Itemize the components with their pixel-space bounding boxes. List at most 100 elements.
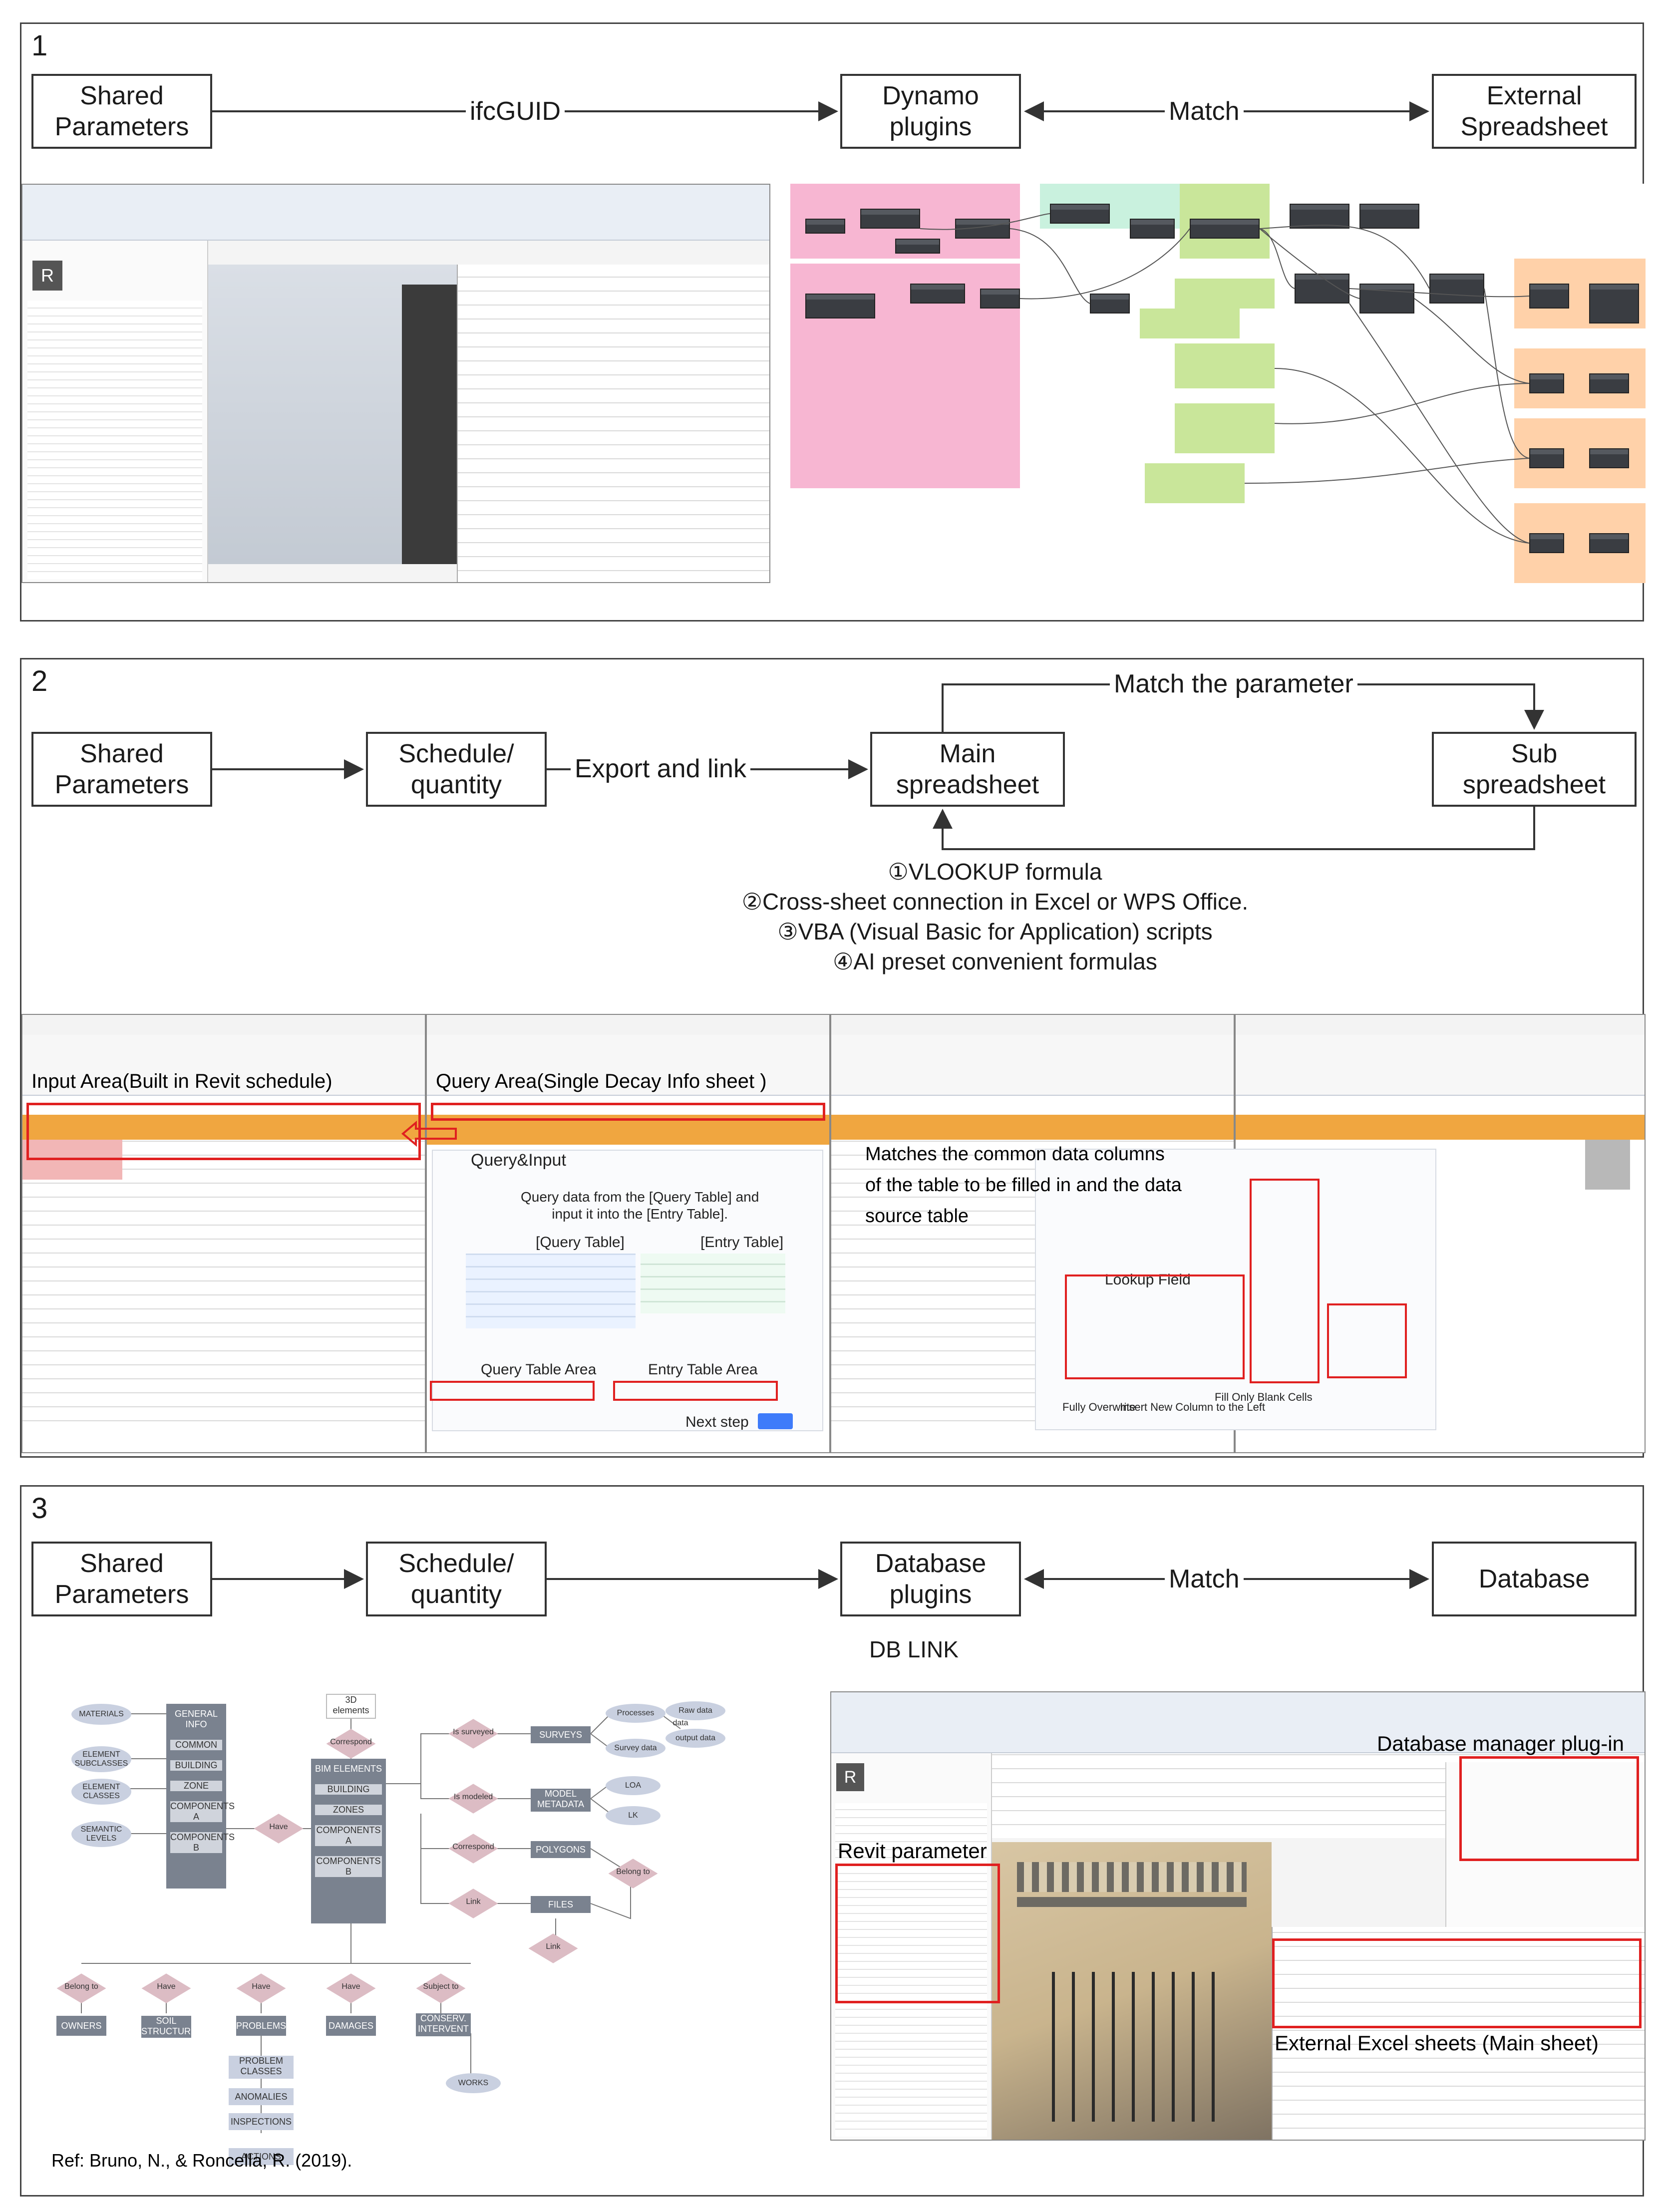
lookup-field-highlight [1065, 1274, 1245, 1379]
er-attr-output-data: output data [666, 1729, 725, 1748]
wps-tabs [1236, 1015, 1645, 1035]
er-entity-inspections: INSPECTIONS [229, 2113, 294, 2130]
grid [22, 1115, 425, 1434]
er-entity-polygons: POLYGONS [531, 1841, 591, 1858]
header-row [1236, 1115, 1645, 1140]
input-to-query-arrow [401, 1120, 457, 1147]
entry-table-area-label: Entry Table Area [648, 1361, 758, 1378]
target-field-highlight [1327, 1303, 1407, 1378]
external-spreadsheet-box: External Spreadsheet [1432, 74, 1637, 149]
shared-parameters-box: Shared Parameters [31, 732, 212, 807]
node [1359, 284, 1414, 314]
revit-ribbon [831, 1692, 1645, 1753]
panel-number: 3 [31, 1492, 48, 1525]
er-entity-damages: DAMAGES [326, 2016, 376, 2036]
entry-table-area-highlight [613, 1381, 778, 1401]
method-item: ④AI preset convenient formulas [833, 948, 1157, 974]
shared-parameters-box: Shared Parameters [31, 74, 212, 149]
db-manager-panel [1445, 1762, 1645, 1927]
query-desc: Query data from the [Query Table] and in… [521, 1189, 759, 1222]
input-area-caption: Input Area(Built in Revit schedule) [31, 1070, 333, 1092]
node-group-green-5 [1175, 403, 1275, 453]
schedule-quantity-box: Schedule/ quantity [366, 1542, 547, 1616]
external-excel-caption: External Excel sheets (Main sheet) [1275, 2031, 1599, 2055]
er-rel-belong-to: Belong to [606, 1862, 661, 1886]
revit-parameter-caption: Revit parameter [838, 1839, 987, 1863]
node [805, 219, 845, 234]
query-table-preview [466, 1254, 636, 1328]
lookup-field-label: Lookup Field [1105, 1271, 1191, 1288]
er-rel-have-4: Have [324, 1976, 378, 2000]
match-parameter-label: Match the parameter [1110, 668, 1357, 699]
node [860, 209, 920, 229]
er-entity-problems: PROBLEMS [236, 2016, 286, 2036]
gray-column [1585, 1140, 1630, 1190]
er-attr-lk: LK [606, 1806, 661, 1825]
node [1529, 373, 1564, 393]
revit-ribbon [22, 185, 769, 241]
wps-tabs [22, 1015, 425, 1035]
panel-2-arrows [212, 683, 1544, 850]
external-excel-highlight [1272, 1938, 1642, 2028]
node [955, 219, 1010, 239]
db-manager-caption: Database manager plug-in [1377, 1732, 1624, 1755]
er-rel-correspond-2: Correspond [446, 1837, 501, 1861]
er-entity-soil-structure: SOIL STRUCTURE [141, 2016, 197, 2038]
header-row [22, 1115, 425, 1140]
revit-logo-icon: R [32, 261, 62, 291]
next-step-button[interactable] [758, 1413, 793, 1429]
er-diagram: MATERIALS ELEMENT SUBCLASSES ELEMENT CLA… [51, 1684, 688, 2138]
reference-text: Ref: Bruno, N., & Roncella, R. (2019). [51, 2150, 352, 2171]
er-attr-raw-data: Raw data [666, 1701, 725, 1720]
wps-ribbon [1236, 1035, 1645, 1096]
node [1359, 204, 1419, 229]
entry-table-label: [Entry Table] [700, 1234, 784, 1251]
wps-tabs [831, 1015, 1234, 1035]
wps-sheet-input [21, 1014, 426, 1453]
node [1529, 448, 1564, 468]
node [1589, 448, 1629, 468]
node [895, 239, 940, 254]
entry-table-preview [641, 1254, 785, 1313]
fill-blank-label: Fill Only Blank Cells [1215, 1391, 1313, 1403]
node [1050, 204, 1110, 224]
3d-view [402, 285, 457, 564]
er-entity-conserv-intervent: CONSERV. INTERVENT [416, 2013, 471, 2036]
ifcguid-label: ifcGUID [466, 96, 565, 127]
wps-tabs [427, 1015, 829, 1035]
wps-ribbon [427, 1035, 829, 1096]
query-input-title: Query&Input [471, 1151, 566, 1170]
dblink-label: DB LINK [865, 1634, 963, 1665]
properties-panel: R [831, 1753, 992, 2140]
er-entity-3d-elements: 3D elements [326, 1694, 376, 1719]
query-table-area-highlight [430, 1381, 595, 1401]
match-label: Match [1165, 1564, 1244, 1594]
lookup-dialog [1035, 1149, 1436, 1430]
node [910, 284, 965, 304]
node [1529, 284, 1569, 309]
node [1290, 204, 1349, 229]
node [805, 294, 875, 318]
export-link-label: Export and link [571, 753, 750, 784]
dynamo-wires [920, 213, 1530, 544]
er-rel-belong-to-2: Belong to [54, 1976, 109, 2000]
er-entity-anomalies: ANOMALIES [229, 2088, 294, 2105]
er-rel-have: Have [251, 1817, 306, 1841]
node [1589, 284, 1639, 323]
er-attr-materials: MATERIALS [71, 1704, 131, 1725]
panel-3-arrows [212, 1569, 1429, 1589]
panel-1: 1 Shared Parameters Dynamo plugins Exter… [20, 22, 1646, 622]
main-spreadsheet-box: Main spreadsheet [870, 732, 1065, 807]
method-item: ②Cross-sheet connection in Excel or WPS … [741, 889, 1249, 915]
panel-1-arrows [212, 101, 1429, 121]
panel-3: 3 Shared Parameters Schedule/ quantity D… [20, 1485, 1646, 2197]
node [1190, 219, 1260, 239]
method-item: ③VBA (Visual Basic for Application) scri… [777, 919, 1213, 945]
er-entity-surveys: SURVEYS [531, 1726, 591, 1743]
excel-main-sheet [1272, 1927, 1645, 2140]
facade-3d-view [992, 1842, 1272, 2140]
er-attr-works: WORKS [446, 2073, 501, 2093]
node-group-green-2 [1175, 279, 1275, 309]
arrow-sub-to-main-bottom [933, 807, 1535, 850]
er-entity-owners: OWNERS [56, 2016, 106, 2036]
